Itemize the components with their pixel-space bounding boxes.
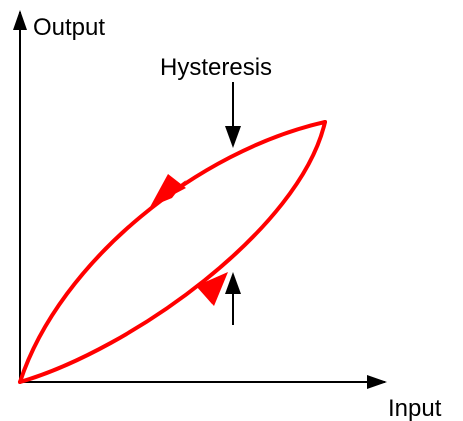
lower-branch-curve [18,120,327,384]
x-axis-label: Input [388,395,442,421]
hysteresis-label: Hysteresis [160,54,272,81]
lower-branch-arrowhead-fill [196,272,228,306]
y-axis-label: Output [33,14,105,41]
hysteresis-top-arrowhead [225,126,241,148]
upper-branch-curve [18,120,327,384]
upper-branch-arrowhead-fill [150,174,186,207]
hysteresis-bottom-arrowhead [225,272,241,294]
